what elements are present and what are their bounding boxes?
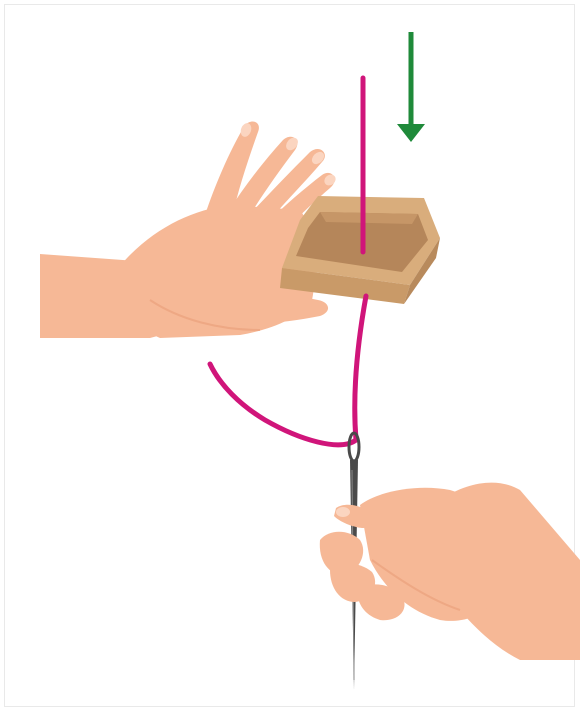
right-hand [319,482,580,660]
left-hand [40,121,336,338]
cardboard-box [280,196,440,304]
thread [207,75,369,448]
down-arrow-icon [397,32,425,142]
